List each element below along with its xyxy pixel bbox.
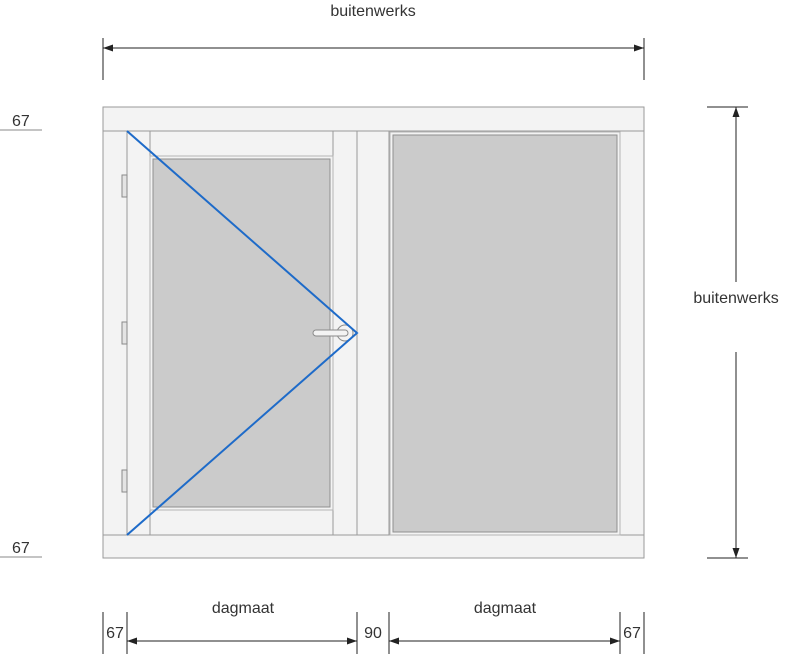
daylight-right-label: dagmaat xyxy=(474,600,537,617)
bottom-left-frame-label: 67 xyxy=(106,625,124,642)
right-jamb xyxy=(619,130,645,536)
bottom-right-frame-label: 67 xyxy=(623,625,641,642)
opening-direction-indicator xyxy=(126,130,359,536)
glass-pane-right xyxy=(392,134,618,533)
mullion-label: 90 xyxy=(364,625,382,642)
frame-head xyxy=(102,106,645,132)
sash-left-stile xyxy=(126,130,151,536)
glazing xyxy=(152,134,618,533)
sash-bottom-rail xyxy=(149,509,334,536)
top-width-dimension xyxy=(102,38,645,80)
frame-top-label: 67 xyxy=(12,113,30,130)
bottom-dimensions xyxy=(102,612,645,654)
top-width-label: buitenwerks xyxy=(330,3,415,20)
sash-top-rail xyxy=(149,130,334,157)
right-height-dimension xyxy=(707,106,748,559)
right-height-label: buitenwerks xyxy=(693,290,778,307)
frame-bottom-label: 67 xyxy=(12,540,30,557)
hinge-icon xyxy=(121,174,128,493)
handle-icon xyxy=(312,324,354,342)
mullion xyxy=(356,130,390,536)
frame-sill xyxy=(102,534,645,559)
glass-pane-left xyxy=(152,158,331,508)
left-frame-dimensions xyxy=(0,129,42,558)
daylight-left-label: dagmaat xyxy=(212,600,275,617)
